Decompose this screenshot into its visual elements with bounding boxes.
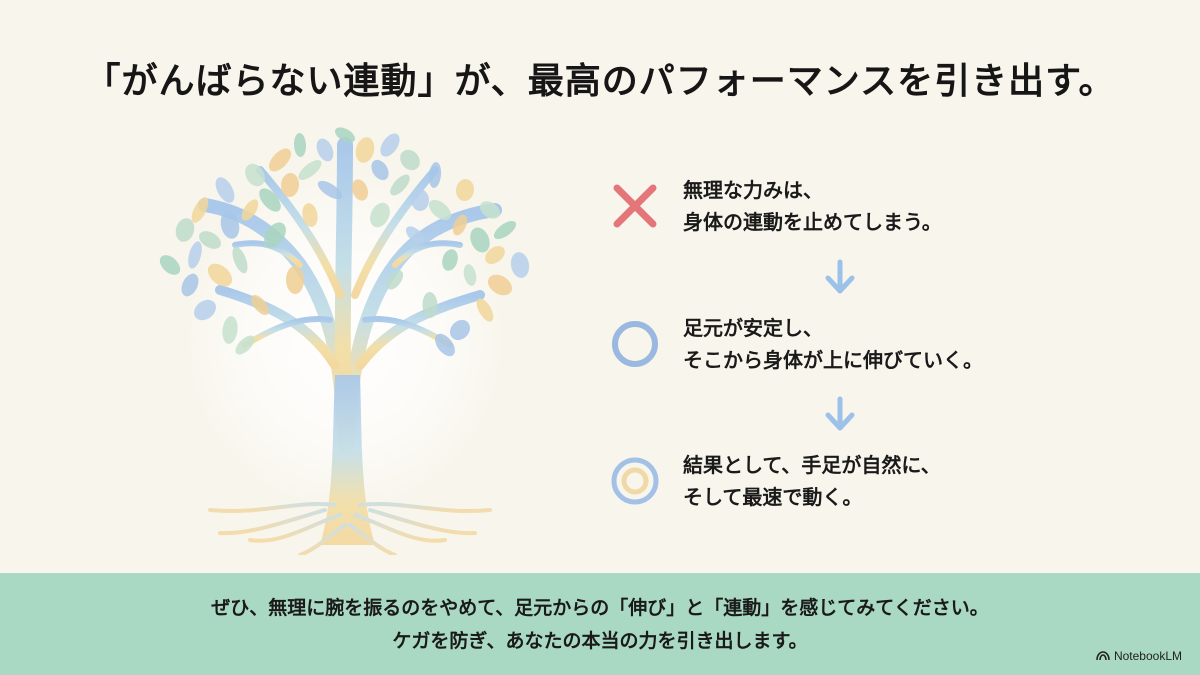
leaf [405, 226, 425, 244]
leaf [410, 189, 430, 211]
leaf [370, 202, 390, 228]
leaf [293, 133, 307, 157]
leaf [493, 220, 517, 240]
step-circle: 足元が安定し、 そこから身体が上に伸びていく。 [605, 308, 1085, 378]
notebooklm-icon [1096, 651, 1110, 661]
leaf [510, 252, 530, 278]
leaf [199, 231, 221, 249]
step-line: 結果として、手足が自然に、 [683, 453, 941, 477]
step-cross: 無理な力みは、 身体の連動を止めてしまう。 [605, 170, 1085, 240]
leaf [476, 298, 494, 322]
leaf [298, 160, 322, 180]
brand-label: NotebookLM [1113, 649, 1182, 663]
leaf [188, 241, 202, 269]
leaf [245, 163, 265, 187]
leaf [487, 274, 513, 296]
leaf [400, 149, 420, 171]
step-line: 身体の連動を止めてしまう。 [683, 210, 942, 234]
leaf [428, 199, 452, 221]
step-text: 無理な力みは、 身体の連動を止めてしまう。 [683, 174, 1083, 238]
leaf [232, 246, 248, 274]
leaf [442, 249, 458, 271]
leaf [355, 137, 375, 163]
leaf [479, 201, 501, 219]
leaf [386, 270, 404, 290]
footer-message: ぜひ、無理に腕を振るのをやめて、足元からの「伸び」と「連動」を感じてみてください… [0, 592, 1200, 658]
circle-icon [612, 321, 658, 367]
leaf [191, 197, 209, 223]
page-title: 「がんばらない連動」が、最高のパフォーマンスを引き出す。 [84, 61, 1116, 102]
leaf [335, 127, 355, 143]
double-circle-icon [611, 457, 659, 505]
step-line: 足元が安定し、 [683, 316, 823, 340]
step-line: そこから身体が上に伸びていく。 [683, 348, 983, 372]
leaf [452, 214, 468, 236]
leaf [175, 218, 195, 242]
leaf [268, 148, 292, 172]
leaf [280, 173, 300, 197]
leaf [207, 263, 233, 287]
leaf [352, 179, 368, 201]
footer-band [0, 573, 1200, 675]
leaf [181, 273, 199, 297]
leaf [159, 255, 181, 275]
leaf [470, 227, 490, 253]
step-text: 結果として、手足が自然に、 そして最速で動く。 [683, 449, 1083, 513]
leaf [317, 180, 343, 200]
leaf [235, 335, 255, 355]
leaf [463, 264, 477, 286]
arrow-down-icon [825, 396, 855, 431]
leaf [449, 319, 471, 341]
leaf [380, 133, 400, 157]
leaf [422, 292, 438, 318]
leaf [485, 246, 505, 264]
footer-line: ケガを防ぎ、あなたの本当の力を引き出します。 [392, 630, 808, 652]
leaf [390, 174, 410, 196]
cross-icon [613, 184, 657, 228]
leaf [241, 199, 259, 221]
leaf [316, 138, 334, 162]
step-line: そして最速で動く。 [683, 485, 863, 509]
leaf [435, 333, 455, 357]
leaf [371, 159, 389, 181]
step-text: 足元が安定し、 そこから身体が上に伸びていく。 [683, 312, 1083, 376]
leaf [428, 162, 442, 188]
steps-list: 無理な力みは、 身体の連動を止めてしまう。 足元が安定し、 そこから身体が上に伸… [605, 170, 1085, 520]
tree-illustration [150, 115, 540, 555]
leaf [222, 316, 238, 344]
step-double-circle: 結果として、手足が自然に、 そして最速で動く。 [605, 445, 1085, 515]
leaf [220, 211, 240, 239]
footer-line: ぜひ、無理に腕を振るのをやめて、足元からの「伸び」と「連動」を感じてみてください… [211, 597, 989, 619]
leaf [455, 179, 475, 201]
leaf [259, 188, 281, 212]
leaf [285, 266, 305, 294]
tree-image [159, 127, 530, 555]
leaf [302, 203, 318, 227]
brand-logo: NotebookLM [1096, 647, 1182, 665]
leaf [264, 222, 286, 248]
arrow-down-icon [825, 259, 855, 294]
step-line: 無理な力みは、 [683, 178, 823, 202]
leaf [193, 299, 217, 321]
leaf [251, 294, 269, 316]
leaf [215, 177, 235, 203]
